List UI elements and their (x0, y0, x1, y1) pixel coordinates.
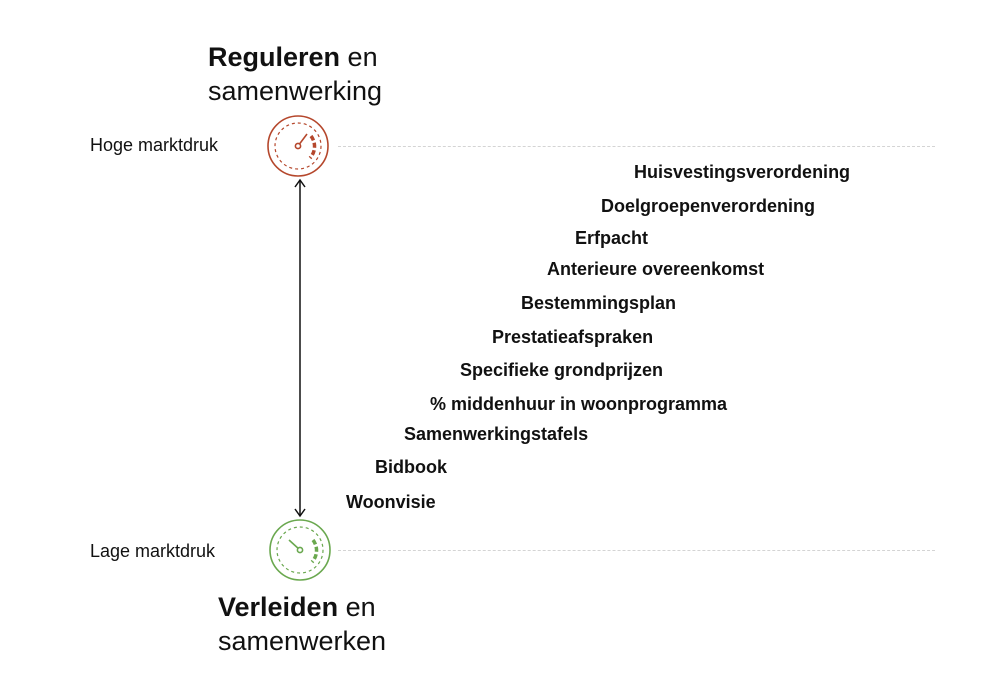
regulate-title-line2: samenwerking (208, 76, 383, 106)
instrument-item: Woonvisie (346, 492, 436, 512)
instrument-item: Bidbook (375, 457, 447, 477)
low-pressure-guide-line (338, 550, 935, 551)
instrument-item: Erfpacht (575, 228, 649, 248)
instrument-item: Samenwerkingstafels (404, 424, 589, 444)
instrument-item: Specifieke grondprijzen (460, 360, 664, 380)
high-pressure-guide-line (338, 146, 935, 147)
seduce-title-line2: samenwerken (218, 626, 387, 656)
high-pressure-label: Hoge marktdruk (90, 135, 219, 155)
instrument-item: Anterieure overeenkomst (547, 259, 765, 279)
regulate-title: Reguleren en samenwerking (208, 40, 382, 108)
instrument-item: Huisvestingsverordening (634, 162, 851, 182)
low-pressure-label: Lage marktdruk (90, 541, 216, 561)
seduce-title-bold: Verleiden (218, 592, 339, 622)
regulate-title-bold: Reguleren (208, 42, 341, 72)
seduce-title: Verleiden en samenwerken (218, 590, 386, 658)
instrument-item: % middenhuur in woonprogramma (430, 394, 728, 414)
instrument-item: Doelgroepenverordening (601, 196, 816, 216)
speedometer-low-icon (269, 519, 331, 581)
regulate-title-rest: en (340, 42, 378, 72)
pressure-scale-arrow (294, 178, 306, 518)
seduce-title-rest: en (338, 592, 376, 622)
speedometer-high-icon (267, 115, 329, 177)
instrument-item: Bestemmingsplan (521, 293, 677, 313)
instrument-item: Prestatieafspraken (492, 327, 654, 347)
